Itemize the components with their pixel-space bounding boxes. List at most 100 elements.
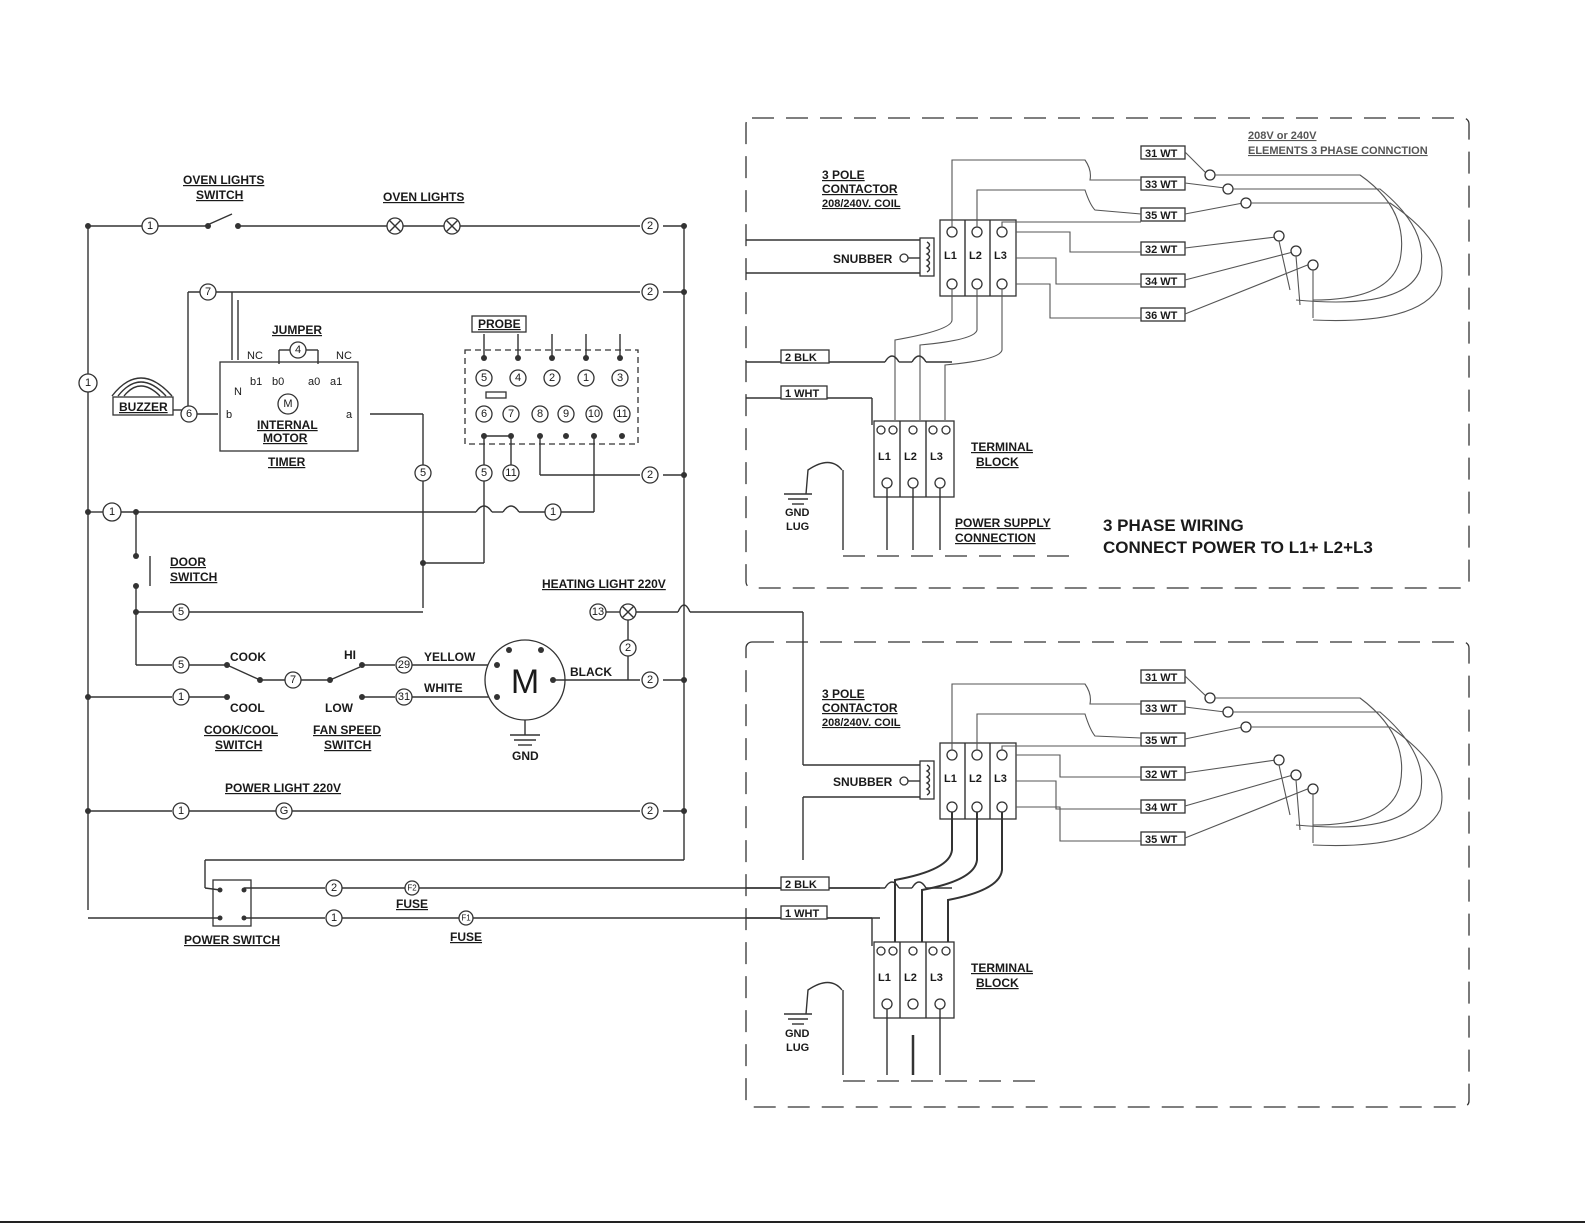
door-switch-label: DOOR xyxy=(170,555,206,569)
wire-number: 7 xyxy=(508,408,514,420)
wire-number: 1 xyxy=(178,691,184,703)
low-label: LOW xyxy=(325,701,354,715)
pole-label: L3 xyxy=(994,773,1007,785)
wire-number: 2 xyxy=(647,220,653,232)
gnd-lug-label: GND xyxy=(785,507,810,519)
timer-motor-icon xyxy=(277,393,299,415)
terminal-block-label: BLOCK xyxy=(976,455,1019,469)
terminal-block-label: TERMINAL xyxy=(971,440,1033,454)
timer: JUMPER 4 NC NC N b1 b0 a0 a1 b a M INTER… xyxy=(219,323,359,469)
element-label: 31 WT xyxy=(1145,148,1178,160)
element-label: 33 WT xyxy=(1145,703,1178,715)
terminal-pole-label: L3 xyxy=(930,451,943,463)
power-supply-label: POWER SUPPLY xyxy=(955,516,1051,530)
wire-number: 3 xyxy=(617,372,623,384)
nc-label: NC xyxy=(336,350,352,362)
power-supply-label: CONNECTION xyxy=(955,531,1036,545)
coil xyxy=(919,237,935,277)
snubber-label: SNUBBER xyxy=(833,252,893,266)
door-switch-label: SWITCH xyxy=(170,570,217,584)
wire-number: 2 xyxy=(647,469,653,481)
terminal-block-label: TERMINAL xyxy=(971,961,1033,975)
wire-number: 1 xyxy=(147,220,153,232)
gnd-lug-label: LUG xyxy=(786,1042,809,1054)
element-label: 34 WT xyxy=(1145,276,1178,288)
blk-wire-label: 2 BLK xyxy=(785,879,817,891)
pole-label: L1 xyxy=(944,250,957,262)
wire-number: 1 xyxy=(550,506,556,518)
wire-number: 4 xyxy=(295,344,301,356)
oven-light-icon xyxy=(386,217,404,235)
upper-3-phase-panel: 208V or 240V ELEMENTS 3 PHASE CONNCTION … xyxy=(745,117,1470,589)
buzzer: BUZZER xyxy=(111,377,174,416)
b0-label: b0 xyxy=(272,376,284,388)
element-label: 35 WT xyxy=(1145,210,1178,222)
power-light-symbol: G xyxy=(280,805,289,817)
panel-header: ELEMENTS 3 PHASE CONNCTION xyxy=(1248,145,1428,157)
wht-wire-label: 1 WHT xyxy=(785,908,820,920)
element-label: 31 WT xyxy=(1145,672,1178,684)
gnd-lug-label: GND xyxy=(785,1028,810,1040)
fuse-f1-label: F1 xyxy=(461,914,471,923)
wire-label-2 xyxy=(641,217,659,235)
lower-3-phase-panel: 3 POLE CONTACTOR 208/240V. COIL L1 L2 L3… xyxy=(745,641,1470,1108)
jumper-label: JUMPER xyxy=(272,323,322,337)
wire-number: 7 xyxy=(205,286,211,298)
b-label: b xyxy=(226,409,232,421)
wire-number: 7 xyxy=(290,674,296,686)
fuse-label: FUSE xyxy=(396,897,428,911)
wire-number: 1 xyxy=(85,377,91,389)
contactor-label: CONTACTOR xyxy=(822,701,898,715)
wire-number: 1 xyxy=(109,506,115,518)
wire-number: 11 xyxy=(505,467,516,479)
wire-number: 9 xyxy=(563,408,569,420)
wire-number: 11 xyxy=(616,408,627,420)
black-wire-label: BLACK xyxy=(570,665,612,679)
heating-light-icon xyxy=(619,603,637,621)
terminal-pole-label: L1 xyxy=(878,451,891,463)
cool-label: COOL xyxy=(230,701,265,715)
buzzer-label: BUZZER xyxy=(119,400,168,414)
n-label: N xyxy=(234,386,242,398)
yellow-wire-label: YELLOW xyxy=(424,650,476,664)
wire-number: 2 xyxy=(647,286,653,298)
internal-motor-label: MOTOR xyxy=(263,431,308,445)
panel-header: 208V or 240V xyxy=(1248,130,1317,142)
element-label: 32 WT xyxy=(1145,769,1178,781)
wire-number: 4 xyxy=(515,372,521,384)
hi-label: HI xyxy=(344,648,356,662)
element-label: 34 WT xyxy=(1145,802,1178,814)
fuse-f2-label: F2 xyxy=(407,884,417,893)
oven-lights-label: OVEN LIGHTS xyxy=(383,190,464,204)
cook-label: COOK xyxy=(230,650,266,664)
wire-number: 1 xyxy=(178,805,184,817)
cook-cool-switch-label: COOK/COOL xyxy=(204,723,278,737)
fan-speed-switch-label: SWITCH xyxy=(324,738,371,752)
wire-number: 29 xyxy=(398,659,410,671)
terminal-pole-label: L2 xyxy=(904,451,917,463)
pole-label: L1 xyxy=(944,773,957,785)
pole-label: L3 xyxy=(994,250,1007,262)
element-labels: 31 WT 33 WT 35 WT 32 WT 34 WT 36 WT xyxy=(1140,145,1186,322)
power-switch-label: POWER SWITCH xyxy=(184,933,280,947)
terminal-block-label: BLOCK xyxy=(976,976,1019,990)
wire-number: 6 xyxy=(481,408,487,420)
wire-label-1 xyxy=(141,217,159,235)
timer-label: TIMER xyxy=(268,455,306,469)
oven-light-icon xyxy=(443,217,461,235)
wire-number: 5 xyxy=(481,467,487,479)
wire-number: 2 xyxy=(647,805,653,817)
blk-wire-label: 2 BLK xyxy=(785,352,817,364)
a0-label: a0 xyxy=(308,376,320,388)
pole-label: L2 xyxy=(969,773,982,785)
contactor-label: 3 POLE xyxy=(822,168,865,182)
white-wire-label: WHITE xyxy=(424,681,463,695)
terminal-pole-label: L1 xyxy=(878,972,891,984)
wiring-note: CONNECT POWER TO L1+ L2+L3 xyxy=(1103,538,1373,557)
coil xyxy=(919,760,935,800)
motor-symbol: M xyxy=(283,398,292,410)
wire-number: 2 xyxy=(625,642,631,654)
element-labels: 31 WT 33 WT 35 WT 32 WT 34 WT 35 WT xyxy=(1140,669,1186,846)
element-label: 35 WT xyxy=(1145,834,1178,846)
